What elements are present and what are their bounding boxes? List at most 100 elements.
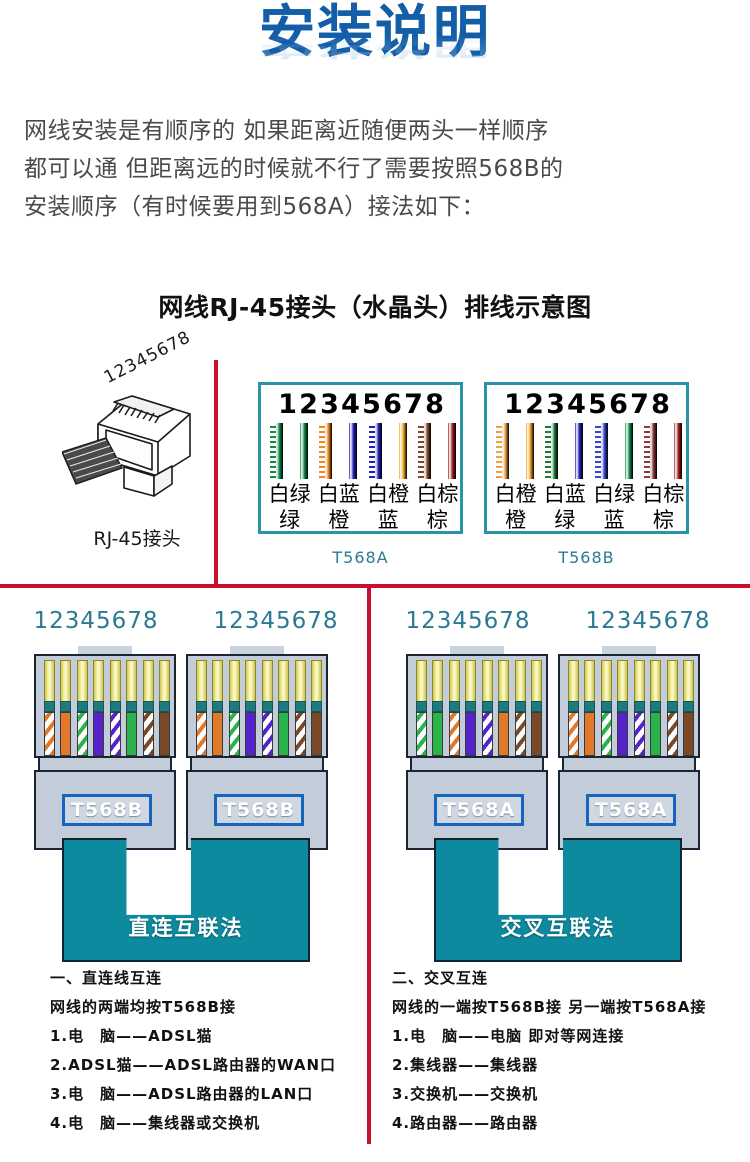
wire-swatch [344, 423, 358, 479]
pin-tip [416, 701, 427, 712]
intro-line-2: 都可以通 但距离远的时候就不行了需要按照568B的 [24, 156, 564, 182]
pin-contact [448, 660, 460, 702]
connector-pin [682, 660, 695, 756]
pin-tip [261, 701, 273, 712]
pin-conductor [60, 712, 72, 756]
wire-color-label: 白橙 [367, 482, 410, 506]
wire-color-label: 绿 [554, 508, 576, 532]
rj45-connector-illustration: 12345678 RJ-45接头 [61, 327, 212, 562]
pin-tip [93, 701, 105, 712]
standard-badge-label: T568A [442, 799, 516, 821]
wire-color-label: 白绿 [268, 482, 311, 506]
connector-pins [567, 660, 695, 756]
wire-swatch [669, 423, 682, 479]
pin-tip [294, 701, 306, 712]
wire-color-label: 白橙 [494, 482, 537, 506]
pin-number-row: 12345678 [33, 608, 159, 634]
pin-conductor [633, 712, 645, 756]
pin-contact [600, 660, 612, 702]
pin-tip [481, 701, 493, 712]
pin-conductor [498, 712, 510, 756]
connector-left: T568B [34, 640, 176, 850]
pin-conductor [584, 712, 596, 756]
connector-pin [431, 660, 444, 756]
pin-tip [568, 701, 579, 712]
pin-contact [666, 660, 678, 702]
pin-tip [514, 701, 526, 712]
connector-pin [158, 660, 171, 756]
divider-vertical-bottom [367, 586, 371, 1144]
pin-tip [212, 701, 224, 712]
pin-contact [44, 660, 55, 702]
t568b-color-labels: 白橙 白蓝 白绿 白棕 橙 绿 蓝 棕 [491, 481, 688, 533]
pin-contact [530, 660, 542, 702]
standard-badge-label: T568A [594, 799, 668, 821]
wire-swatch [570, 423, 584, 479]
pin-tip [584, 701, 596, 712]
standard-badge: T568A [586, 794, 676, 826]
connector-pin [142, 660, 155, 756]
wire-color-label: 白绿 [593, 482, 636, 506]
wire-core [501, 423, 509, 479]
pin-conductor [682, 712, 694, 756]
intro-line-1: 网线安装是有顺序的 如果距离近随便两头一样顺序 [24, 118, 549, 144]
connector-pin [514, 660, 527, 756]
cable-label: 直连互联法 [128, 916, 244, 940]
connector-neck [38, 758, 172, 770]
wire-core [525, 423, 534, 479]
connector-pin [43, 660, 56, 756]
wire-stripe [496, 423, 502, 479]
pin-contact [294, 660, 306, 702]
connector-pin [666, 660, 679, 756]
wire-swatch [394, 423, 407, 479]
pin-contact [245, 660, 257, 702]
pin-contact [261, 660, 273, 702]
connector-body: T568B [34, 770, 176, 850]
connector-pin [277, 660, 290, 756]
t568a-caption: T568A [332, 548, 389, 567]
wire-color-label: 白蓝 [317, 482, 360, 506]
divider-horizontal [0, 584, 750, 588]
connector-pin [583, 660, 596, 756]
note-line: 1.电 脑——电脑 即对等网连接 [392, 1027, 625, 1045]
pin-number: 7 [630, 389, 649, 420]
pin-conductor [261, 712, 273, 756]
connector-body: T568A [558, 770, 700, 850]
connector-clip [230, 646, 284, 656]
wire-color-label: 白棕 [416, 482, 459, 506]
pin-contact [514, 660, 526, 702]
pin-contact [212, 660, 224, 702]
pin-conductor [416, 712, 427, 756]
pin-conductor [196, 712, 207, 756]
connector-pin [310, 660, 323, 756]
pin-conductor [93, 712, 105, 756]
wire-stripe [319, 423, 326, 479]
pin-number: 5 [362, 389, 381, 420]
t568a-pin-numbers: 1 2 3 4 5 6 7 8 [261, 389, 460, 420]
connector-pin [530, 660, 543, 756]
note-line: 4.路由器——路由器 [392, 1114, 539, 1132]
wire-swatch [319, 423, 333, 479]
divider-vertical-top [214, 360, 218, 586]
pin-tip [44, 701, 55, 712]
note-line: 4.电 脑——集线器或交换机 [50, 1114, 261, 1132]
note-line: 3.交换机——交换机 [392, 1085, 539, 1103]
wire-stripe [270, 423, 276, 479]
wire-core [398, 423, 407, 479]
rj45-caption: RJ-45接头 [93, 528, 181, 550]
connector-clip [602, 646, 656, 656]
connector-pin [616, 660, 629, 756]
pin-contact [158, 660, 170, 702]
page-title-reflection: 安装说明 [259, 25, 491, 62]
pin-conductor [142, 712, 154, 756]
pin-conductor [310, 712, 322, 756]
pin-tip [310, 701, 322, 712]
wire-color-label: 绿 [279, 508, 301, 532]
pin-conductor [600, 712, 612, 756]
standard-badge: T568B [214, 794, 304, 826]
connector-pin [481, 660, 494, 756]
connector-neck [562, 758, 696, 770]
pin-tip [633, 701, 645, 712]
pin-contact [481, 660, 493, 702]
